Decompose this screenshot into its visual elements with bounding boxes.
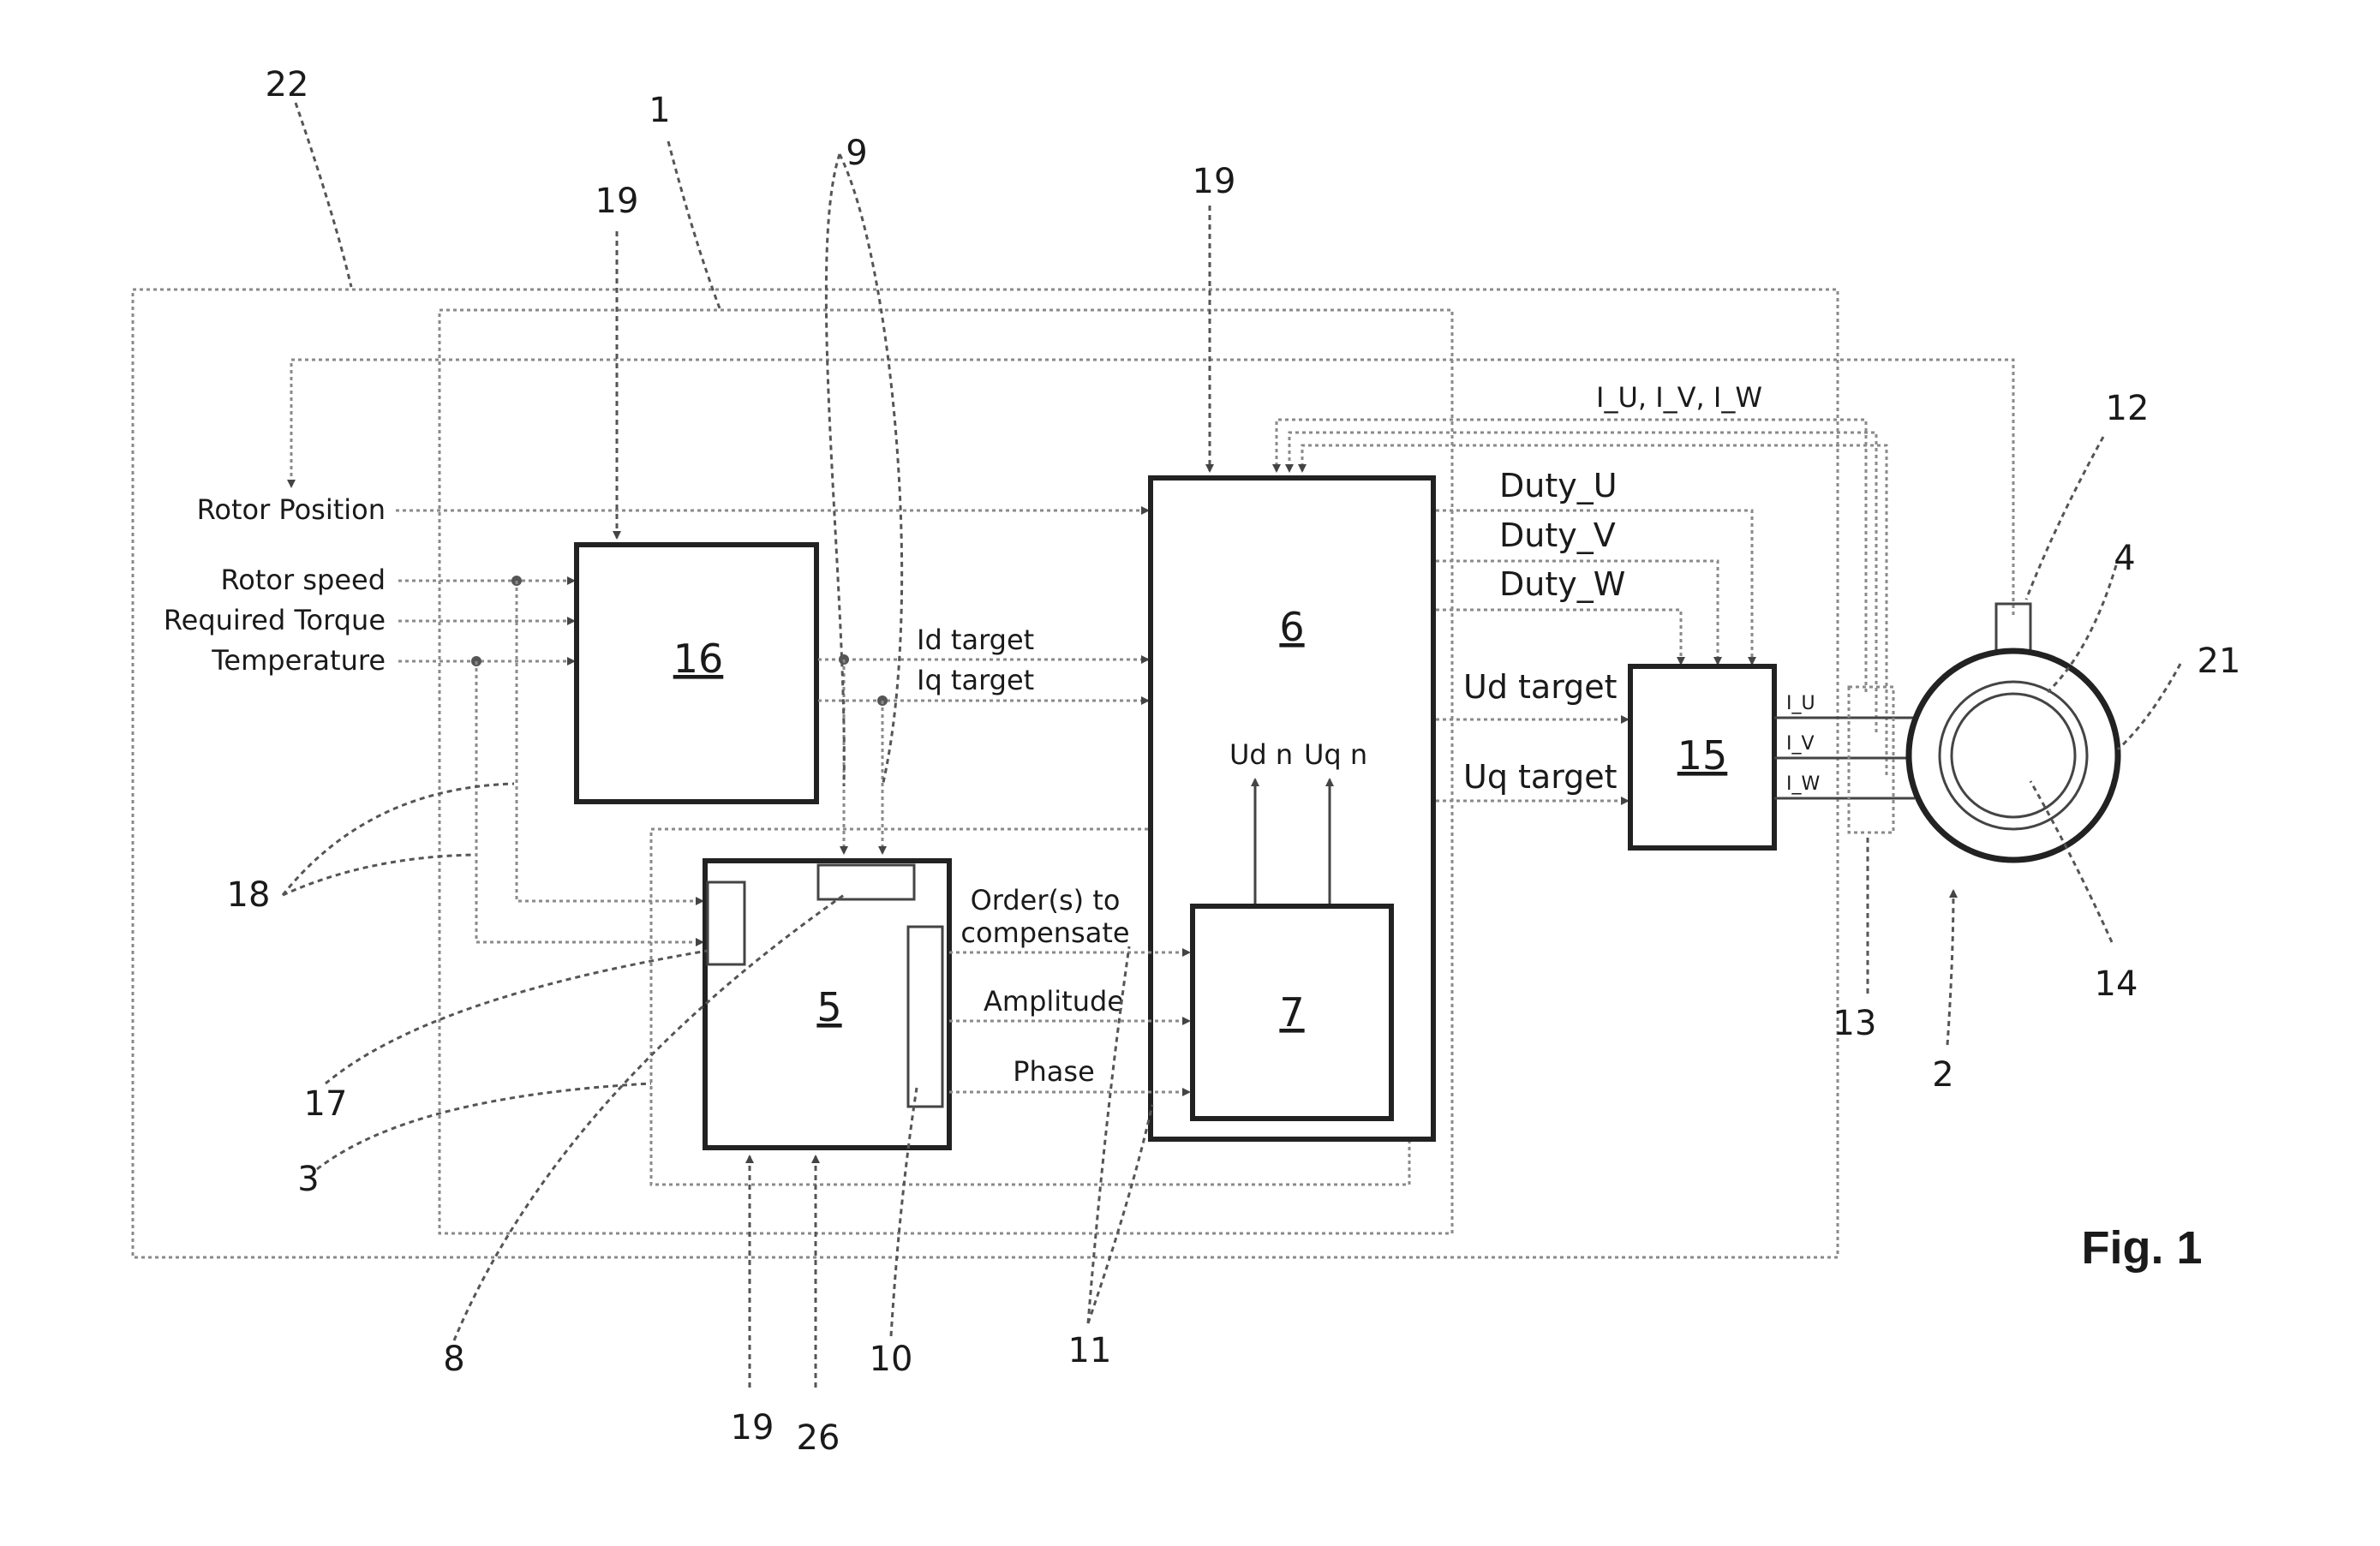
- ud-target-label: Ud target: [1463, 668, 1618, 706]
- ref-14: 14: [2095, 964, 2138, 1004]
- block-5-sub-8: [816, 863, 916, 901]
- ref-10: 10: [870, 1340, 913, 1379]
- ref-12: 12: [2106, 389, 2150, 428]
- current-sensor-13: [1847, 685, 1895, 834]
- leader-22: [294, 102, 353, 288]
- ref-26: 26: [797, 1418, 840, 1458]
- leader-12: [2024, 436, 2105, 600]
- leader-21: [2116, 663, 2182, 751]
- phase-label: Phase: [1013, 1055, 1095, 1088]
- block-16-label: 16: [673, 636, 724, 682]
- iq-target-label: Iq target: [917, 664, 1034, 696]
- leader-8: [452, 893, 845, 1341]
- duty-u-line: [1436, 509, 1756, 666]
- currents-label: I_U, I_V, I_W: [1596, 381, 1762, 414]
- duty-w-label: Duty_W: [1499, 565, 1625, 603]
- ref-3: 3: [297, 1160, 319, 1199]
- id-target-label: Id target: [917, 624, 1034, 656]
- block-15-label: 15: [1677, 732, 1728, 779]
- leader-18a: [281, 782, 515, 896]
- duty-v-label: Duty_V: [1499, 516, 1616, 554]
- block-5-label: 5: [816, 984, 841, 1030]
- motor-gap: [1938, 680, 2089, 831]
- duty-v-line: [1436, 559, 1722, 666]
- phase-v-label: I_V: [1786, 733, 1815, 755]
- required-torque-label: Required Torque: [164, 604, 386, 636]
- frame-22: [131, 288, 1839, 1259]
- amplitude-label: Amplitude: [984, 985, 1124, 1018]
- ref-8: 8: [443, 1340, 464, 1379]
- iv-feedback: [1285, 431, 1878, 732]
- leader-18b: [282, 853, 476, 897]
- leader-14: [2029, 780, 2114, 943]
- uq-target-label: Uq target: [1463, 758, 1618, 796]
- leader-11b: [1086, 1104, 1154, 1324]
- ref-13: 13: [1833, 1004, 1877, 1043]
- ref-1: 1: [649, 91, 670, 130]
- orders-label-1: Order(s) to: [971, 884, 1121, 916]
- phase-w-label: I_W: [1786, 773, 1820, 795]
- ref-19-bottom: 19: [731, 1408, 774, 1448]
- rotor-position-label: Rotor Position: [197, 493, 386, 526]
- block-7: [1190, 904, 1394, 1121]
- leader-9b: [838, 153, 904, 787]
- ref-2: 2: [1932, 1055, 1953, 1095]
- rotor-speed-label: Rotor speed: [221, 564, 386, 596]
- phase-u-label: I_U: [1786, 693, 1815, 714]
- motor-rotor: [1950, 692, 2077, 819]
- ref-9: 9: [846, 134, 867, 173]
- duty-w-line: [1436, 608, 1685, 666]
- leader-17: [325, 949, 709, 1085]
- iw-feedback: [1298, 444, 1888, 775]
- ref-19-top-left: 19: [595, 182, 639, 221]
- ref-21: 21: [2198, 642, 2241, 681]
- iu-feedback: [1272, 418, 1868, 692]
- ref-11: 11: [1068, 1331, 1112, 1370]
- orders-label-2: compensate: [960, 916, 1129, 949]
- block-5-sub-10: [906, 925, 944, 1108]
- branch-temp: [475, 661, 704, 946]
- temperature-label: Temperature: [211, 644, 386, 677]
- frame-3: [649, 827, 1411, 1186]
- uq-n-label: Uq n: [1304, 738, 1367, 771]
- block-16: [574, 542, 819, 804]
- leader-3: [316, 1082, 652, 1171]
- leader-9a: [824, 153, 846, 787]
- duty-u-label: Duty_U: [1499, 467, 1618, 504]
- leader-1: [667, 140, 721, 309]
- figure-label: Fig. 1: [2081, 1222, 2202, 1274]
- block-5-sub-17: [706, 880, 746, 966]
- frame-1: [438, 308, 1454, 1235]
- block-7-label: 7: [1279, 989, 1304, 1036]
- leader-2: [1946, 889, 1958, 1046]
- leader-11a: [1086, 946, 1131, 1324]
- position-sensor-12: [1994, 602, 2032, 653]
- leader-4: [2046, 564, 2118, 694]
- ref-17: 17: [304, 1084, 348, 1124]
- block-6-label: 6: [1279, 604, 1304, 650]
- ud-n-label: Ud n: [1229, 738, 1293, 771]
- ref-19-top-mid: 19: [1193, 162, 1236, 201]
- ref-18: 18: [227, 875, 271, 915]
- leader-10: [889, 1087, 918, 1337]
- ref-22: 22: [266, 65, 309, 104]
- ref-4: 4: [2114, 539, 2135, 578]
